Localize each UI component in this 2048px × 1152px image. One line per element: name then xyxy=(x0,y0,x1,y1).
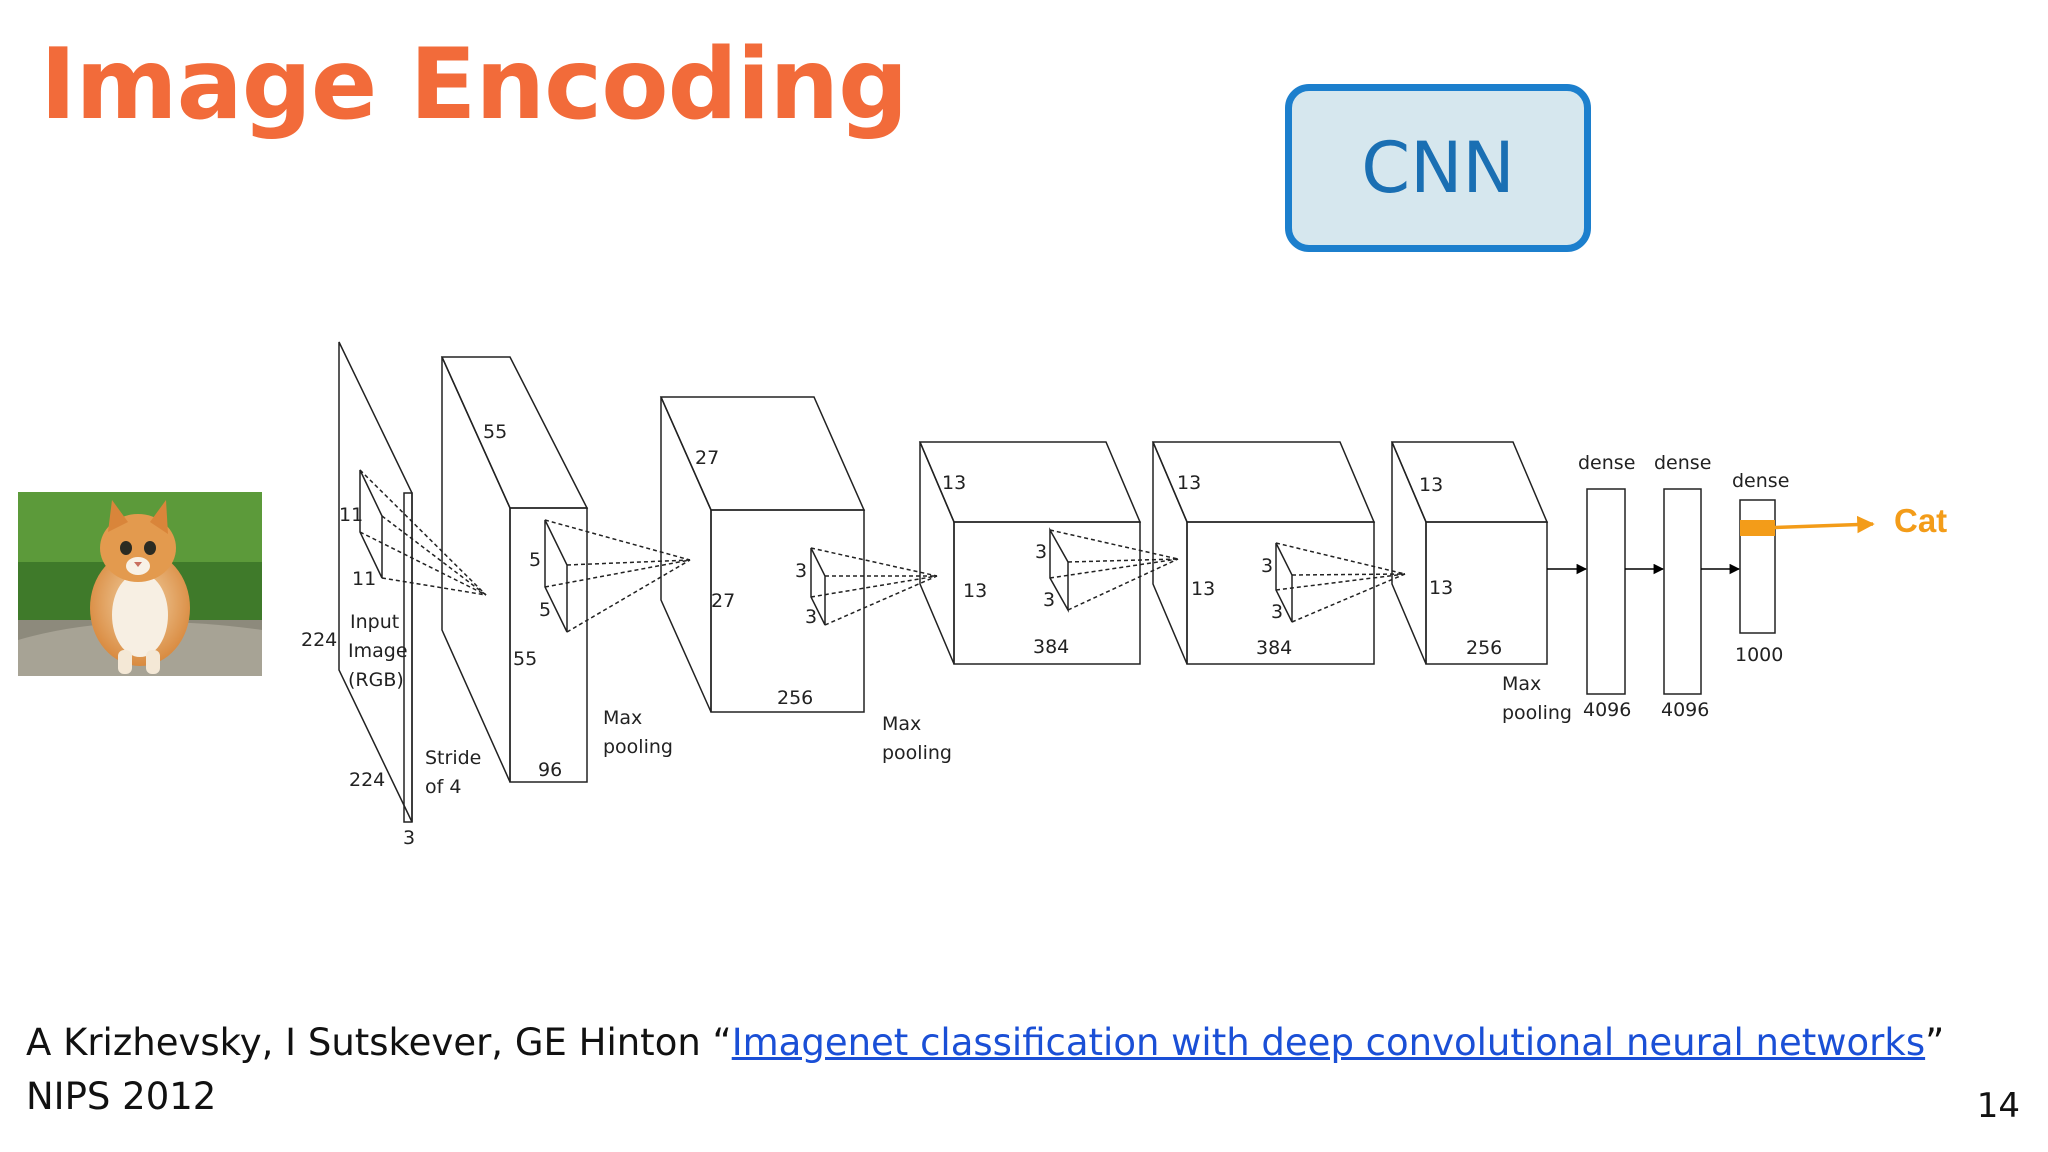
paper-link[interactable]: Imagenet classification with deep convol… xyxy=(731,1021,1926,1064)
conv3-height: 13 xyxy=(942,472,966,494)
stride-line2: of 4 xyxy=(425,776,461,798)
conv2-height: 27 xyxy=(695,447,719,469)
conv1-height: 55 xyxy=(483,421,507,443)
dense3-layer xyxy=(1739,499,1776,634)
conv3-depth: 384 xyxy=(1033,636,1069,658)
output-highlight xyxy=(1740,520,1775,536)
citation-line1: A Krizhevsky, I Sutskever, GE Hinton “Im… xyxy=(26,1016,1944,1070)
slide-title: Image Encoding xyxy=(40,28,908,142)
conv2-kernel-h: 3 xyxy=(795,560,807,582)
pool3-line2: pooling xyxy=(1502,702,1572,724)
dense2-layer xyxy=(1663,488,1702,695)
input-caption-line1: Input xyxy=(350,611,399,633)
dense2-size: 4096 xyxy=(1661,699,1709,721)
input-width: 224 xyxy=(349,769,385,791)
conv3-width: 13 xyxy=(963,580,987,602)
arrow-output xyxy=(1759,515,1875,534)
conv1-kernel-w: 5 xyxy=(539,599,551,621)
input-kernel-h: 11 xyxy=(339,504,363,526)
conv1-depth: 96 xyxy=(538,759,562,781)
citation: A Krizhevsky, I Sutskever, GE Hinton “Im… xyxy=(26,1016,1944,1124)
cnn-label: CNN xyxy=(1361,127,1515,209)
pool3-line1: Max xyxy=(1502,673,1541,695)
pool2-line1: Max xyxy=(882,713,921,735)
conv2-kernel-w: 3 xyxy=(805,606,817,628)
conv4-height: 13 xyxy=(1177,472,1201,494)
dense1-label: dense xyxy=(1578,452,1635,474)
dense1-size: 4096 xyxy=(1583,699,1631,721)
input-caption-line3: (RGB) xyxy=(348,669,404,691)
conv3-kernel-w: 3 xyxy=(1043,589,1055,611)
conv5-height: 13 xyxy=(1419,474,1443,496)
output-class-label: Cat xyxy=(1894,502,1947,539)
conv1-width: 55 xyxy=(513,648,537,670)
dense2-label: dense xyxy=(1654,452,1711,474)
dense3-size: 1000 xyxy=(1735,644,1783,666)
conv2-width: 27 xyxy=(711,590,735,612)
citation-venue: NIPS 2012 xyxy=(26,1075,217,1118)
conv4-kernel-w: 3 xyxy=(1271,601,1283,623)
citation-authors: A Krizhevsky, I Sutskever, GE Hinton “ xyxy=(26,1021,732,1064)
conv5-volume xyxy=(1390,441,1549,665)
pool1-line2: pooling xyxy=(603,736,673,758)
stride-line1: Stride xyxy=(425,747,481,769)
conv4-depth: 384 xyxy=(1256,637,1292,659)
conv1-kernel-h: 5 xyxy=(529,549,541,571)
input-caption-line2: Image xyxy=(348,640,408,662)
cnn-label-box: CNN xyxy=(1285,84,1591,252)
input-volume xyxy=(338,341,487,823)
conv4-volume xyxy=(1151,441,1406,665)
kitten-image xyxy=(18,492,262,676)
conv4-kernel-h: 3 xyxy=(1261,555,1273,577)
pool1-line1: Max xyxy=(603,707,642,729)
input-depth: 3 xyxy=(403,827,415,849)
dense1-layer xyxy=(1586,488,1626,695)
input-kernel-w: 11 xyxy=(352,568,376,590)
page-number: 14 xyxy=(1976,1086,2020,1126)
pool2-line2: pooling xyxy=(882,742,952,764)
conv1-volume xyxy=(440,356,691,783)
conv2-depth: 256 xyxy=(777,687,813,709)
dense3-label: dense xyxy=(1732,470,1789,492)
conv3-volume xyxy=(918,441,1179,665)
conv5-depth: 256 xyxy=(1466,637,1502,659)
conv3-kernel-h: 3 xyxy=(1035,541,1047,563)
conv2-volume xyxy=(659,396,938,713)
citation-suffix: ” xyxy=(1925,1021,1945,1064)
input-height: 224 xyxy=(301,629,337,651)
conv5-width: 13 xyxy=(1429,577,1453,599)
conv4-width: 13 xyxy=(1191,578,1215,600)
